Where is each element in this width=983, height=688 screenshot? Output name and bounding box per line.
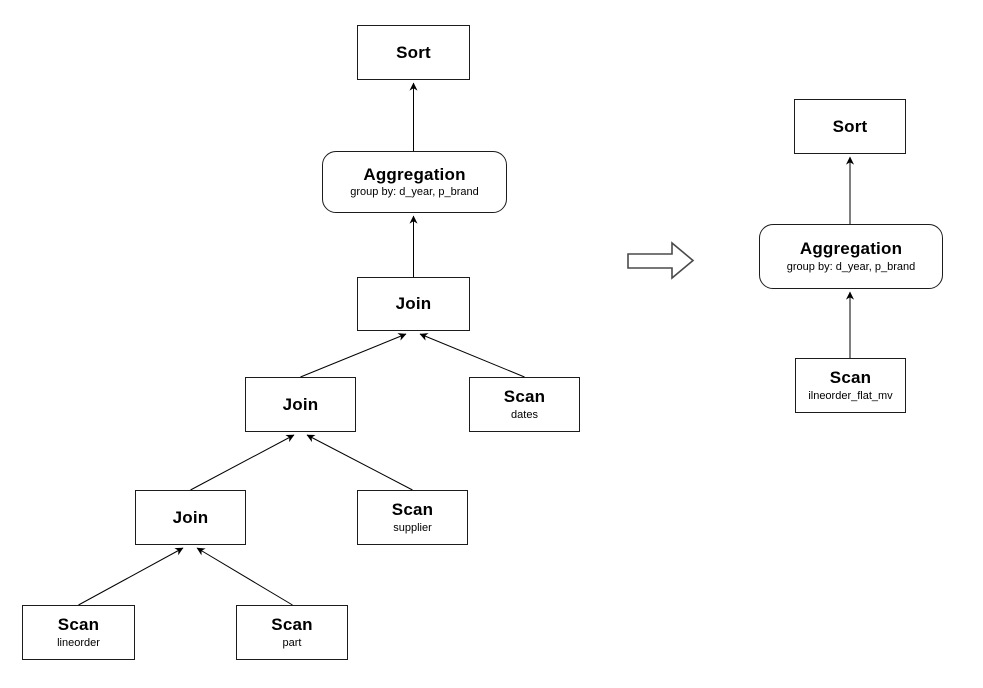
node-title: Join (395, 294, 432, 314)
node-subtitle: group by: d_year, p_brand (786, 260, 916, 273)
node-sort-left: Sort (357, 25, 470, 80)
node-subtitle: lineorder (57, 636, 100, 649)
node-subtitle: supplier (393, 521, 432, 534)
node-subtitle: ilneorder_flat_mv (808, 389, 893, 402)
node-join-top: Join (357, 277, 470, 331)
node-scan-lineorder: Scan lineorder (22, 605, 135, 660)
node-title: Scan (57, 615, 100, 635)
node-aggregation-right: Aggregation group by: d_year, p_brand (759, 224, 943, 289)
node-join-mid: Join (245, 377, 356, 432)
node-title: Join (172, 507, 209, 527)
node-scan-part: Scan part (236, 605, 348, 660)
node-title: Aggregation (799, 239, 903, 259)
node-title: Scan (829, 368, 872, 388)
node-subtitle: dates (511, 408, 538, 421)
transform-arrow-icon (627, 241, 695, 280)
node-title: Sort (396, 42, 431, 62)
node-join-bottom: Join (135, 490, 246, 545)
left-plan-edges (78, 82, 525, 606)
node-title: Sort (832, 116, 868, 136)
node-title: Scan (391, 500, 434, 520)
node-subtitle: part (282, 636, 302, 649)
node-subtitle: group by: d_year, p_brand (350, 186, 479, 199)
node-scan-dates: Scan dates (469, 377, 580, 432)
node-title: Aggregation (363, 164, 466, 184)
node-title: Scan (503, 387, 546, 407)
node-sort-right: Sort (794, 99, 906, 154)
node-aggregation-left: Aggregation group by: d_year, p_brand (322, 151, 507, 213)
node-title: Scan (271, 615, 313, 635)
node-scan-supplier: Scan supplier (357, 490, 468, 545)
node-title: Join (282, 394, 319, 414)
node-scan-mv: Scan ilneorder_flat_mv (795, 358, 906, 413)
